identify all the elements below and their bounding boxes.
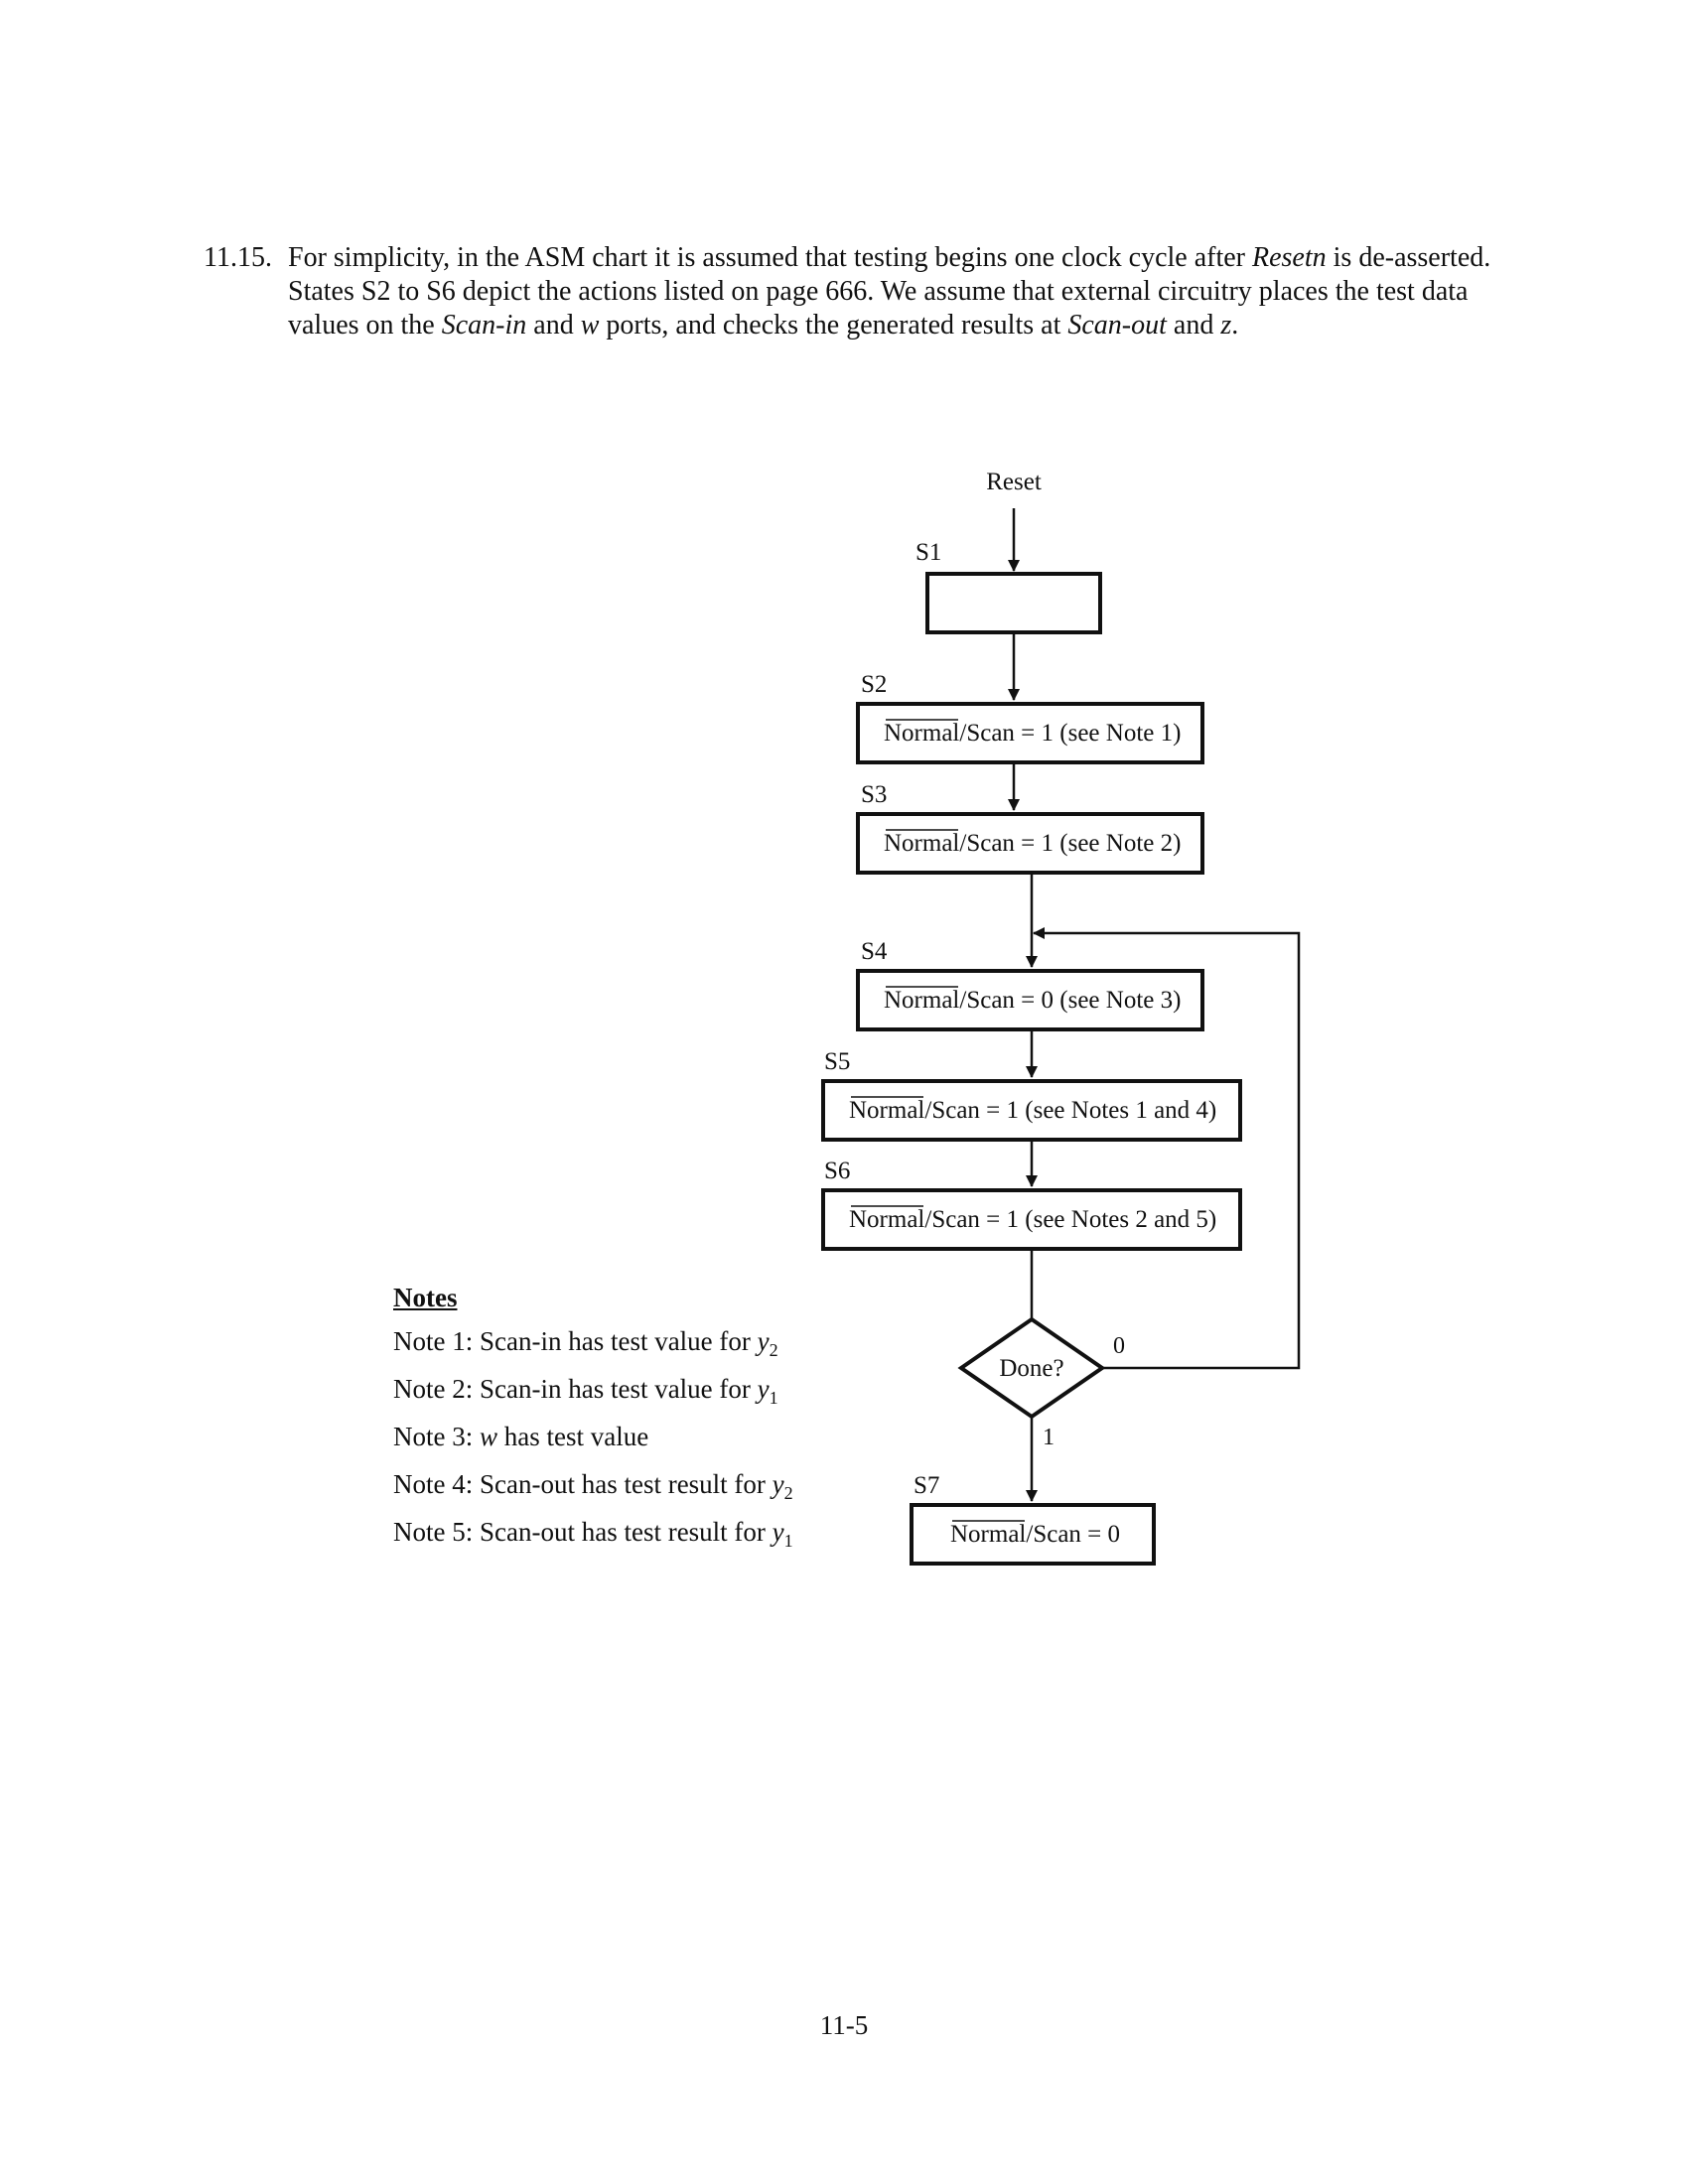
problem-body: For simplicity, in the ASM chart it is a…	[288, 241, 1490, 342]
done-false-label: 0	[1113, 1333, 1125, 1359]
note-variable: y	[757, 1374, 770, 1404]
problem-line-2: States S2 to S6 depict the actions liste…	[288, 276, 1469, 307]
state-box-s1	[925, 572, 1102, 634]
note-subscript: 1	[783, 1531, 793, 1551]
state-box-s3	[856, 812, 1204, 875]
z-term: z	[1220, 310, 1232, 341]
scan-out-term: Scan-out	[1067, 310, 1167, 341]
note-subscript: 2	[783, 1483, 793, 1503]
note-subscript: 2	[769, 1340, 778, 1360]
w-term: w	[580, 310, 600, 341]
note-text: Note 4: Scan-out has test result for	[393, 1469, 773, 1499]
state-text-s4: Normal/Scan = 0 (see Note 3)	[884, 987, 1181, 1014]
note-variable: y	[772, 1517, 784, 1547]
scan-in-term: Scan-in	[441, 310, 527, 341]
normal-overbar-text: Normal	[884, 830, 959, 857]
text-run: values on the	[288, 310, 442, 341]
note-variable: y	[757, 1326, 770, 1356]
note-text: Note 5: Scan-out has test result for	[393, 1517, 773, 1547]
state-box-s2	[856, 702, 1204, 764]
state-text-s7: Normal/Scan = 0	[950, 1521, 1120, 1548]
state-label-s2: S2	[861, 671, 887, 698]
done-decision-text: Done?	[999, 1355, 1063, 1382]
page-number: 11-5	[819, 2010, 869, 2040]
note-2: Note 2: Scan-in has test value for y1	[393, 1372, 793, 1420]
note-variable: w	[480, 1422, 498, 1451]
note-5: Note 5: Scan-out has test result for y1	[393, 1515, 793, 1563]
normal-overbar-text: Normal	[950, 1521, 1026, 1548]
state-box-s4	[856, 969, 1204, 1031]
state-text-s5: Normal/Scan = 1 (see Notes 1 and 4)	[849, 1097, 1216, 1124]
state-output-text: /Scan = 1 (see Note 2)	[959, 830, 1181, 857]
state-output-text: /Scan = 0 (see Note 3)	[959, 987, 1181, 1014]
state-label-s3: S3	[861, 781, 887, 808]
state-text-s2: Normal/Scan = 1 (see Note 1)	[884, 720, 1181, 747]
note-subscript: 1	[769, 1388, 778, 1408]
state-label-s1: S1	[915, 539, 941, 566]
state-output-text: /Scan = 0	[1026, 1521, 1120, 1548]
done-true-label: 1	[1043, 1425, 1055, 1450]
normal-overbar-text: Normal	[849, 1206, 924, 1233]
text-run: .	[1231, 310, 1239, 341]
text-run: ports, and checks the generated results …	[599, 310, 1068, 341]
state-box-s7	[910, 1503, 1156, 1566]
normal-overbar-text: Normal	[884, 720, 959, 747]
note-4: Note 4: Scan-out has test result for y2	[393, 1467, 793, 1515]
note-variable: y	[772, 1469, 784, 1499]
state-label-s4: S4	[861, 938, 888, 965]
state-output-text: /Scan = 1 (see Notes 1 and 4)	[924, 1097, 1216, 1124]
notes-title: Notes	[393, 1283, 458, 1312]
resetn-term: Resetn	[1252, 242, 1327, 273]
text-run: For simplicity, in the ASM chart it is a…	[288, 242, 1252, 273]
state-label-s5: S5	[824, 1048, 850, 1075]
text-run: and	[526, 310, 581, 341]
note-text: has test value	[497, 1422, 649, 1451]
state-label-s6: S6	[824, 1158, 850, 1184]
state-label-s7: S7	[914, 1472, 939, 1499]
note-3: Note 3: w has test value	[393, 1420, 793, 1467]
problem-line-3: values on the Scan-in and w ports, and c…	[288, 309, 1479, 342]
notes-section: Notes Note 1: Scan-in has test value for…	[393, 1281, 793, 1563]
reset-label: Reset	[986, 469, 1042, 495]
state-text-s6: Normal/Scan = 1 (see Notes 2 and 5)	[849, 1206, 1216, 1233]
note-text: Note 1: Scan-in has test value for	[393, 1326, 758, 1356]
state-output-text: /Scan = 1 (see Note 1)	[959, 720, 1181, 747]
note-text: Note 2: Scan-in has test value for	[393, 1374, 758, 1404]
state-output-text: /Scan = 1 (see Notes 2 and 5)	[924, 1206, 1216, 1233]
problem-line-1: For simplicity, in the ASM chart it is a…	[288, 241, 1490, 275]
normal-overbar-text: Normal	[884, 987, 959, 1014]
loop-back-line	[1033, 927, 1301, 1370]
note-text: Note 3:	[393, 1422, 480, 1451]
text-run: and	[1166, 310, 1221, 341]
normal-overbar-text: Normal	[849, 1097, 924, 1124]
problem-number: 11.15.	[204, 242, 272, 273]
state-text-s3: Normal/Scan = 1 (see Note 2)	[884, 830, 1181, 857]
note-1: Note 1: Scan-in has test value for y2	[393, 1324, 793, 1372]
text-run: is de-asserted.	[1326, 242, 1491, 273]
